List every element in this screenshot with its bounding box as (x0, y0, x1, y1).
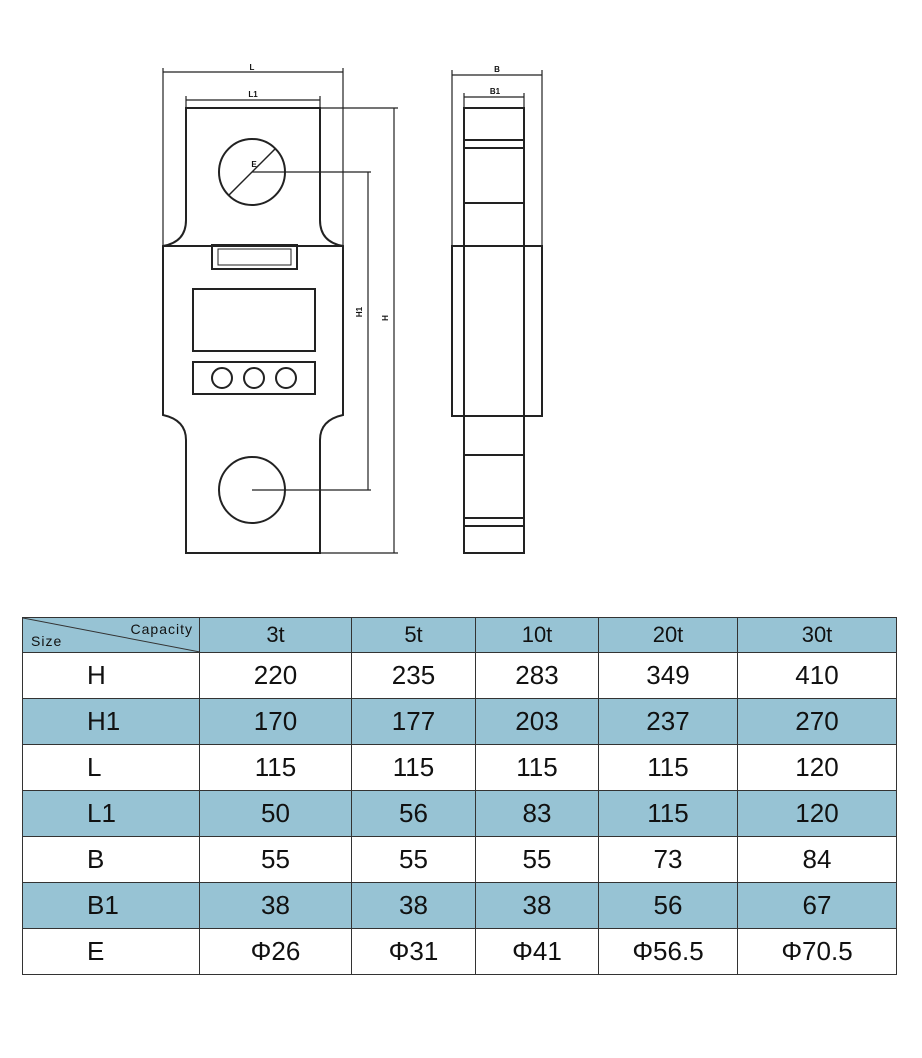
table-row: E Φ26 Φ31 Φ41 Φ56.5 Φ70.5 (22, 928, 897, 975)
capacity-header-row: Size Capacity 3t 5t 10t 20t 30t (22, 617, 897, 653)
table-cell: 38 (199, 882, 352, 929)
table-cell: 67 (737, 882, 897, 929)
table-cell: 170 (199, 698, 352, 745)
table-cell: 84 (737, 836, 897, 883)
table-cell: 55 (351, 836, 476, 883)
row-label: L1 (22, 790, 200, 837)
size-label: Size (31, 633, 63, 649)
table-row: L1 50 56 83 115 120 (22, 790, 897, 837)
dim-label-h: H (381, 315, 390, 321)
dim-label-b1: B1 (490, 87, 501, 96)
side-view-flange (451, 245, 543, 417)
table-row: L 115 115 115 115 120 (22, 744, 897, 791)
corner-diagonal (23, 618, 200, 652)
table-cell: 50 (199, 790, 352, 837)
capacity-header: 30t (737, 617, 897, 653)
capacity-label: Capacity (130, 621, 193, 637)
button-circle (275, 367, 297, 389)
table-row: H1 170 177 203 237 270 (22, 698, 897, 745)
table-cell: 177 (351, 698, 476, 745)
table-cell: 220 (199, 652, 352, 699)
table-cell: Φ41 (475, 928, 599, 975)
dim-label-b: B (494, 65, 500, 74)
display-screen (192, 288, 316, 352)
table-cell: 120 (737, 790, 897, 837)
table-cell: 83 (475, 790, 599, 837)
capacity-header: 10t (475, 617, 599, 653)
button-circle (243, 367, 265, 389)
table-cell: 237 (598, 698, 738, 745)
row-label: L (22, 744, 200, 791)
table-cell: 55 (199, 836, 352, 883)
table-cell: Φ56.5 (598, 928, 738, 975)
table-cell: 38 (351, 882, 476, 929)
table-cell: 115 (598, 744, 738, 791)
table-cell: 115 (598, 790, 738, 837)
dim-label-e: E (251, 160, 257, 169)
table-cell: Φ70.5 (737, 928, 897, 975)
table-cell: 270 (737, 698, 897, 745)
top-window (211, 244, 298, 270)
capacity-header: 20t (598, 617, 738, 653)
corner-header-cell: Size Capacity (22, 617, 200, 653)
table-cell: Φ26 (199, 928, 352, 975)
table-cell: 349 (598, 652, 738, 699)
table-cell: 115 (199, 744, 352, 791)
dim-label-l1: L1 (248, 90, 258, 99)
table-cell: 56 (351, 790, 476, 837)
dimension-drawing: L L1 E H1 H B B1 (162, 63, 543, 554)
row-label: H1 (22, 698, 200, 745)
button-circle (211, 367, 233, 389)
table-cell: 56 (598, 882, 738, 929)
capacity-header: 3t (199, 617, 352, 653)
table-cell: 73 (598, 836, 738, 883)
table-cell: 120 (737, 744, 897, 791)
dimension-table: Size Capacity 3t 5t 10t 20t 30t H 220 23… (22, 617, 897, 975)
row-label: B1 (22, 882, 200, 929)
table-row: B1 38 38 38 56 67 (22, 882, 897, 929)
table-cell: 115 (475, 744, 599, 791)
table-cell: 283 (475, 652, 599, 699)
table-row: B 55 55 55 73 84 (22, 836, 897, 883)
table-cell: Φ31 (351, 928, 476, 975)
row-label: E (22, 928, 200, 975)
table-cell: 410 (737, 652, 897, 699)
row-label: H (22, 652, 200, 699)
table-cell: 115 (351, 744, 476, 791)
button-panel (192, 361, 316, 395)
dim-label-h1: H1 (355, 306, 364, 317)
table-cell: 38 (475, 882, 599, 929)
table-row: H 220 235 283 349 410 (22, 652, 897, 699)
row-label: B (22, 836, 200, 883)
dim-label-l: L (250, 63, 255, 72)
side-view-body (463, 107, 525, 554)
capacity-header: 5t (351, 617, 476, 653)
table-cell: 55 (475, 836, 599, 883)
table-cell: 235 (351, 652, 476, 699)
table-cell: 203 (475, 698, 599, 745)
